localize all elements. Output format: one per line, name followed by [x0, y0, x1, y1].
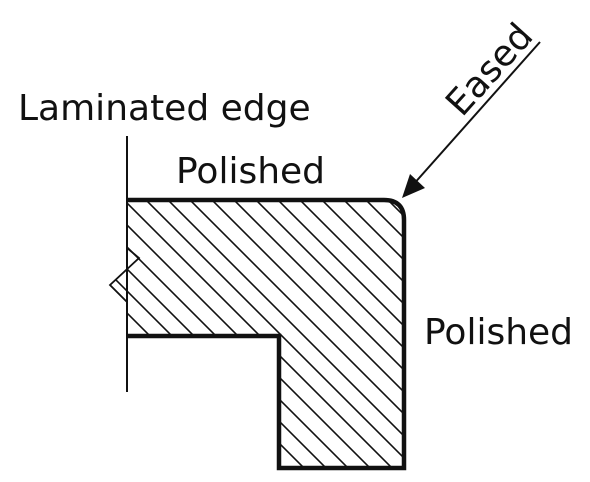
hatch-line: [171, 200, 404, 468]
countertop-profile-outline: [127, 197, 407, 471]
hatch-line: [110, 200, 404, 468]
hatch-line: [237, 200, 404, 468]
break-line-left-edge: [108, 200, 141, 336]
hatch-line: [127, 200, 404, 468]
hatch-line: [0, 160, 96, 480]
hatch-line: [0, 160, 8, 480]
hatch-line: [303, 200, 404, 468]
hatch-line: [110, 200, 317, 468]
eased-leader-line: [411, 41, 541, 187]
hatch-line: [110, 200, 383, 468]
hatch-line: [281, 200, 404, 468]
hatch-line: [110, 200, 404, 468]
hatch-line: [110, 200, 273, 468]
eased-arrowhead: [402, 174, 425, 198]
hatch-line: [110, 200, 361, 468]
hatch-line: [110, 200, 251, 468]
hatch-line: [110, 200, 229, 468]
hatch-line: [0, 160, 30, 480]
hatch-line: [110, 200, 119, 468]
polished-right-label: Polished: [424, 312, 573, 353]
hatch-line: [215, 200, 404, 468]
hatch-line: [259, 200, 404, 468]
hatch-line: [110, 200, 295, 468]
eased-label: Eased: [438, 16, 541, 124]
hatch-line: [110, 200, 163, 468]
hatch-line: [0, 160, 74, 480]
laminated-edge-label: Laminated edge: [18, 88, 311, 129]
hatch-line: [149, 200, 404, 468]
hatch-line: [110, 200, 141, 468]
hatch-line: [193, 200, 404, 468]
hatch-line: [325, 200, 404, 468]
hatch-line: [110, 200, 339, 468]
polished-top-label: Polished: [176, 151, 325, 192]
hatch-line: [0, 160, 52, 480]
